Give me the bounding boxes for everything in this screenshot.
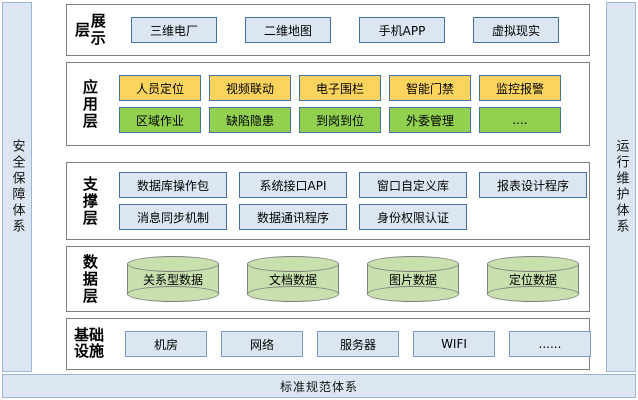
- cylinder-top-ellipse: [247, 256, 339, 272]
- node-app-1[interactable]: 视频联动: [209, 75, 291, 101]
- node-app-0[interactable]: 人员定位: [119, 75, 201, 101]
- cylinder-top-ellipse: [487, 256, 579, 272]
- node-app-5[interactable]: 区域作业: [119, 107, 201, 133]
- layer-data-label: 数据层: [80, 253, 99, 305]
- cylinder-top-ellipse: [367, 256, 459, 272]
- layer-application-row-1: 人员定位 视频联动 电子围栏 智能门禁 监控报警: [113, 75, 583, 101]
- cylinder-bottom-ellipse: [367, 286, 459, 302]
- node-support-5[interactable]: 数据通讯程序: [239, 204, 347, 230]
- left-sidebar-security-system: 安全保障体系: [2, 2, 32, 372]
- node-support-2[interactable]: 窗口自定义库: [359, 172, 467, 198]
- node-display-2[interactable]: 手机APP: [359, 17, 445, 43]
- layer-data: 数据层 关系型数据 文档数据: [66, 246, 590, 312]
- cylinder-label-3: 定位数据: [508, 272, 557, 287]
- cylinder-label-2: 图片数据: [388, 272, 437, 287]
- layer-application-label: 应用层: [80, 78, 99, 130]
- node-display-3[interactable]: 虚拟现实: [473, 17, 559, 43]
- node-infra-2[interactable]: 服务器: [317, 331, 399, 357]
- node-app-9[interactable]: ....: [479, 107, 561, 133]
- bottom-bar-label: 标准规范体系: [279, 379, 358, 394]
- cylinder-label-0: 关系型数据: [142, 272, 203, 287]
- node-support-0[interactable]: 数据库操作包: [119, 172, 227, 198]
- node-app-7[interactable]: 到岗到位: [299, 107, 381, 133]
- layer-support: 支撑层 数据库操作包 系统接口API 窗口自定义库 报表设计程序 消息同步机制 …: [66, 162, 590, 240]
- layer-display-label: 展示层: [73, 13, 107, 47]
- right-sidebar-label: 运行维护体系: [613, 139, 629, 235]
- node-support-4[interactable]: 消息同步机制: [119, 204, 227, 230]
- cylinder-bottom-ellipse: [487, 286, 579, 302]
- cylinder-location-data[interactable]: 定位数据: [487, 256, 579, 302]
- node-display-0[interactable]: 三维电厂: [131, 17, 217, 43]
- node-app-3[interactable]: 智能门禁: [389, 75, 471, 101]
- cylinder-label-1: 文档数据: [268, 272, 317, 287]
- cylinder-bottom-ellipse: [127, 286, 219, 302]
- layer-support-body: 数据库操作包 系统接口API 窗口自定义库 报表设计程序 消息同步机制 数据通讯…: [111, 163, 593, 239]
- layer-display: 展示层 三维电厂 二维地图 手机APP 虚拟现实: [66, 4, 590, 56]
- layer-application-body: 人员定位 视频联动 电子围栏 智能门禁 监控报警 区域作业 缺陷隐患 到岗到位 …: [111, 63, 589, 145]
- node-infra-4[interactable]: ......: [509, 331, 591, 357]
- node-infra-0[interactable]: 机房: [125, 331, 207, 357]
- layer-display-row: 三维电厂 二维地图 手机APP 虚拟现实: [113, 17, 583, 43]
- layer-infrastructure-label: 基础设施: [74, 326, 105, 360]
- node-app-2[interactable]: 电子围栏: [299, 75, 381, 101]
- layer-application-row-2: 区域作业 缺陷隐患 到岗到位 外委管理 ....: [113, 107, 583, 133]
- cylinder-document-data[interactable]: 文档数据: [247, 256, 339, 302]
- layer-display-body: 三维电厂 二维地图 手机APP 虚拟现实: [111, 5, 589, 55]
- layer-infrastructure-body: 机房 网络 服务器 WIFI ......: [111, 319, 597, 369]
- layer-support-row-1: 数据库操作包 系统接口API 窗口自定义库 报表设计程序: [113, 172, 587, 198]
- node-support-3[interactable]: 报表设计程序: [479, 172, 587, 198]
- bottom-bar-standards-system: 标准规范体系: [2, 374, 636, 398]
- layer-data-body: 关系型数据 文档数据 图片数据 定: [111, 247, 589, 311]
- node-infra-3[interactable]: WIFI: [413, 331, 495, 357]
- left-sidebar-label: 安全保障体系: [9, 139, 25, 235]
- layer-support-row-2: 消息同步机制 数据通讯程序 身份权限认证: [113, 204, 587, 230]
- cylinder-relational-data[interactable]: 关系型数据: [127, 256, 219, 302]
- node-app-4[interactable]: 监控报警: [479, 75, 561, 101]
- layer-infrastructure-row: 机房 网络 服务器 WIFI ......: [113, 331, 591, 357]
- layer-application: 应用层 人员定位 视频联动 电子围栏 智能门禁 监控报警 区域作业 缺陷隐患 到…: [66, 62, 590, 146]
- layer-infrastructure: 基础设施 机房 网络 服务器 WIFI ......: [66, 318, 591, 370]
- layer-support-label: 支撑层: [80, 175, 99, 227]
- cylinder-top-ellipse: [127, 256, 219, 272]
- node-display-1[interactable]: 二维地图: [245, 17, 331, 43]
- node-infra-1[interactable]: 网络: [221, 331, 303, 357]
- right-sidebar-operations-system: 运行维护体系: [606, 2, 636, 372]
- node-support-6[interactable]: 身份权限认证: [359, 204, 467, 230]
- node-support-1[interactable]: 系统接口API: [239, 172, 347, 198]
- cylinder-image-data[interactable]: 图片数据: [367, 256, 459, 302]
- node-app-8[interactable]: 外委管理: [389, 107, 471, 133]
- node-app-6[interactable]: 缺陷隐患: [209, 107, 291, 133]
- layer-data-cylinder-row: 关系型数据 文档数据 图片数据 定: [113, 256, 583, 302]
- cylinder-bottom-ellipse: [247, 286, 339, 302]
